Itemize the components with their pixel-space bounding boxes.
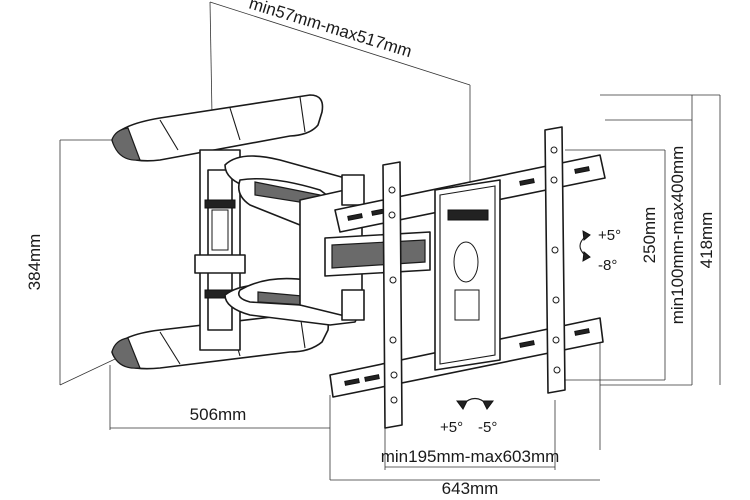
vesa-min-height-label: 250mm [640, 207, 659, 264]
wall-plate [111, 94, 330, 370]
tilt-arrow-icon [579, 230, 591, 262]
dimension-lines [59, 1, 721, 481]
wall-plate-height-label: 384mm [25, 234, 44, 291]
swivel-arrow-icon [456, 397, 494, 410]
tv-bracket [329, 126, 606, 429]
swivel-left-label: +5° [440, 419, 463, 436]
swivel-right-label: -5° [478, 419, 497, 436]
wall-plate-width-label: 506mm [190, 405, 247, 424]
bracket-total-width-label: 643mm [442, 479, 499, 498]
tilt-up-label: +5° [598, 227, 621, 244]
vesa-height-range-label: min100mm-max400mm [668, 146, 687, 325]
arm-extension-label: min57mm-max517mm [247, 0, 414, 61]
vesa-width-range-label: min195mm-max603mm [381, 447, 560, 466]
tilt-down-label: -8° [598, 257, 617, 274]
bracket-total-height-label: 418mm [697, 212, 716, 269]
